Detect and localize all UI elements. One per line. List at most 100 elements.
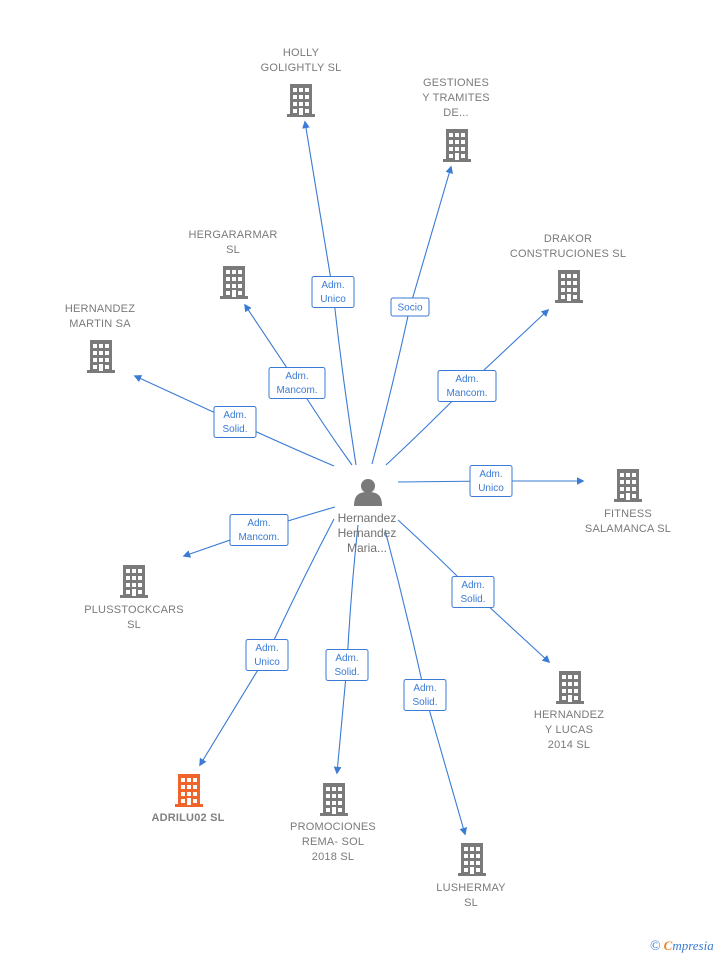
company-label: 2014 SL bbox=[548, 739, 590, 751]
company-label: HERNANDEZ bbox=[534, 709, 604, 721]
company-label: Y TRAMITES bbox=[422, 92, 490, 104]
company-label: HERNANDEZ bbox=[65, 303, 135, 315]
relation-label-text: Adm. bbox=[335, 653, 358, 664]
relation-label-text: Adm. bbox=[455, 374, 478, 385]
relation-label-box[interactable] bbox=[245, 639, 289, 671]
building-icon bbox=[556, 671, 584, 704]
relation-label-text: Socio bbox=[397, 303, 422, 314]
company-label: GOLIGHTLY SL bbox=[261, 62, 342, 74]
relation-label-text: Unico bbox=[254, 657, 280, 668]
relation-label-box[interactable] bbox=[268, 367, 326, 399]
company-label: SALAMANCA SL bbox=[585, 523, 671, 535]
company-label: LUSHERMAY bbox=[436, 882, 506, 894]
company-label: SL bbox=[464, 897, 478, 909]
company-label: HERGARARMAR bbox=[189, 229, 278, 241]
relation-label-text: Adm. bbox=[285, 371, 308, 382]
company-label: MARTIN SA bbox=[69, 318, 131, 330]
center-node[interactable]: HernandezHernandezMaria... bbox=[338, 479, 397, 555]
company-node-plusstockcars[interactable]: PLUSSTOCKCARS SL bbox=[84, 565, 184, 631]
relation-label-box[interactable] bbox=[311, 276, 355, 308]
company-node-gestiones-tramites[interactable]: GESTIONES Y TRAMITES DE... bbox=[422, 77, 490, 162]
building-icon bbox=[220, 266, 248, 299]
company-label: PROMOCIONES bbox=[290, 821, 376, 833]
relation-label-box[interactable] bbox=[390, 297, 430, 317]
company-node-adrilu02[interactable]: ADRILU02 SL bbox=[151, 774, 224, 824]
edge-line-segment bbox=[371, 306, 411, 465]
brand-logo-text: mpresia bbox=[672, 938, 714, 953]
edge-arrow-segment bbox=[424, 694, 467, 836]
relation-label-box[interactable] bbox=[229, 514, 289, 546]
relation-label-text: Adm. bbox=[413, 683, 436, 694]
relation-label-box[interactable] bbox=[451, 576, 495, 608]
company-node-promociones-rema-sol[interactable]: PROMOCIONES REMA- SOL 2018 SL bbox=[290, 783, 376, 863]
company-label: SL bbox=[226, 244, 240, 256]
relation-label-text: Solid. bbox=[334, 667, 359, 678]
relation-label-text: Unico bbox=[478, 483, 504, 494]
company-node-drakor-construciones[interactable]: DRAKOR CONSTRUCIONES SL bbox=[510, 233, 626, 303]
company-label: DE... bbox=[443, 107, 468, 119]
relation-edge-adrilu02: Adm. Unico bbox=[199, 518, 335, 767]
company-label: DRAKOR bbox=[544, 233, 592, 245]
relation-label-text: Solid. bbox=[460, 594, 485, 605]
company-label: 2018 SL bbox=[312, 851, 354, 863]
building-icon bbox=[287, 84, 315, 117]
relation-label-text: Mancom. bbox=[238, 532, 279, 543]
company-node-hergararmar[interactable]: HERGARARMAR SL bbox=[189, 229, 278, 299]
relation-edge-holly-golightly: Adm. Unico bbox=[302, 120, 357, 466]
relation-edge-promociones-rema-sol: Adm. Solid. bbox=[325, 524, 369, 775]
person-icon bbox=[354, 479, 382, 506]
building-icon bbox=[120, 565, 148, 598]
edge-arrow-segment bbox=[199, 654, 268, 767]
relation-edge-fitness-salamanca: Adm. Unico bbox=[397, 465, 585, 497]
relation-label-box[interactable] bbox=[403, 679, 447, 711]
building-icon bbox=[87, 340, 115, 373]
company-label: PLUSSTOCKCARS bbox=[84, 604, 184, 616]
company-label: REMA- SOL bbox=[302, 836, 364, 848]
relation-label-text: Mancom. bbox=[446, 388, 487, 399]
building-icon bbox=[320, 783, 348, 816]
person-name-label: Maria... bbox=[347, 541, 387, 555]
edge-line-segment bbox=[332, 291, 357, 466]
person-name-label: Hernandez bbox=[338, 511, 397, 525]
relation-edge-hergararmar: Adm.Mancom. bbox=[244, 303, 353, 466]
edge-line-segment bbox=[384, 529, 426, 696]
company-node-hernandez-martin[interactable]: HERNANDEZ MARTIN SA bbox=[65, 303, 135, 373]
edge-arrow-segment bbox=[333, 664, 348, 775]
edge-arrow-segment bbox=[302, 120, 334, 293]
edges-layer: Adm.UnicoSocioAdm.Mancom.Adm.Mancom.Adm.… bbox=[133, 120, 585, 836]
building-icon bbox=[443, 129, 471, 162]
company-node-fitness-salamanca[interactable]: FITNESS SALAMANCA SL bbox=[585, 469, 671, 535]
company-label: ADRILU02 SL bbox=[151, 812, 224, 824]
building-icon bbox=[555, 270, 583, 303]
empresia-watermark: ©Cmpresia bbox=[650, 938, 714, 955]
relation-label-text: Solid. bbox=[412, 697, 437, 708]
relation-label-box[interactable] bbox=[469, 465, 513, 497]
company-label: CONSTRUCIONES SL bbox=[510, 248, 626, 260]
brand-logo-initial: C bbox=[663, 938, 673, 953]
company-label: SL bbox=[127, 619, 141, 631]
relation-label-box[interactable] bbox=[213, 406, 257, 438]
relation-label-box[interactable] bbox=[325, 649, 369, 681]
person-name-label: Hernandez bbox=[338, 526, 397, 540]
relation-label-text: Adm. bbox=[321, 280, 344, 291]
relation-label-text: Adm. bbox=[255, 643, 278, 654]
relation-label-text: Adm. bbox=[247, 518, 270, 529]
company-node-lushermay[interactable]: LUSHERMAY SL bbox=[436, 843, 506, 909]
company-node-holly-golightly[interactable]: HOLLY GOLIGHTLY SL bbox=[261, 47, 342, 117]
relation-label-box[interactable] bbox=[437, 370, 497, 402]
relation-edge-drakor-construciones: Adm. Mancom. bbox=[385, 308, 550, 466]
relation-label-text: Adm. bbox=[479, 469, 502, 480]
company-label: HOLLY bbox=[283, 47, 320, 59]
building-icon bbox=[175, 774, 203, 807]
company-label: GESTIONES bbox=[423, 77, 489, 89]
relation-label-text: Solid. bbox=[222, 424, 247, 435]
relation-edge-plusstockcars: Adm. Mancom. bbox=[182, 506, 336, 558]
relation-edge-lushermay: Adm. Solid. bbox=[384, 529, 467, 836]
relation-edge-hernandez-martin: Adm.Solid. bbox=[133, 375, 335, 467]
building-icon bbox=[458, 843, 486, 876]
relation-label-text: Adm. bbox=[461, 580, 484, 591]
company-label: FITNESS bbox=[604, 508, 652, 520]
relation-label-text: Unico bbox=[320, 294, 346, 305]
